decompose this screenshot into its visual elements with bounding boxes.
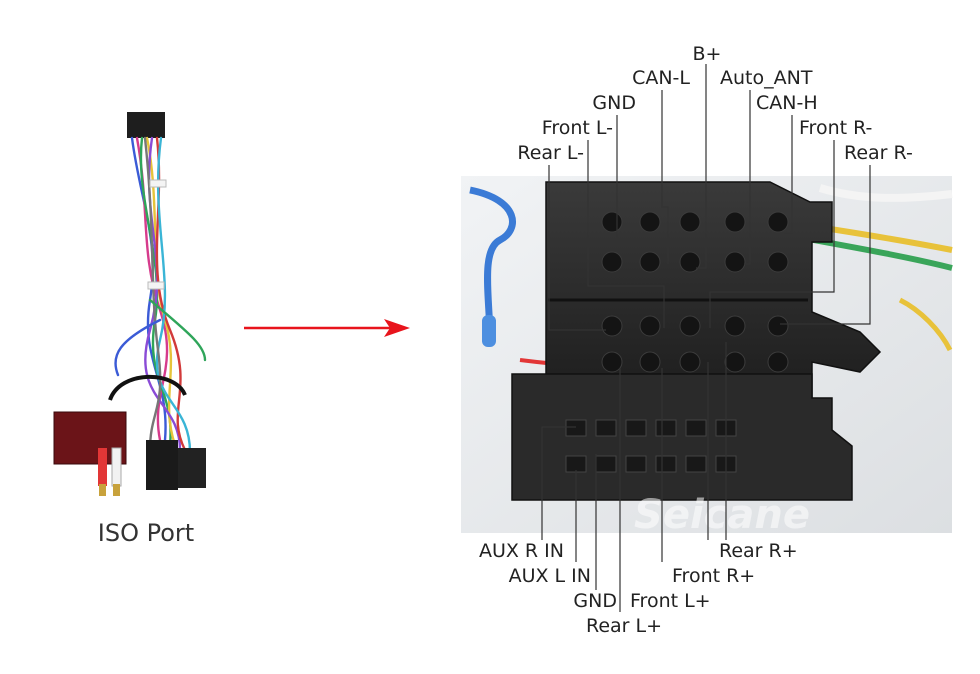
label-aux-l-in: AUX L IN — [509, 565, 591, 587]
label-gnd-bottom: GND — [573, 590, 617, 612]
label-rear-r-minus: Rear R- — [844, 142, 913, 164]
label-gnd-top: GND — [592, 92, 636, 114]
label-rear-l-plus: Rear L+ — [586, 615, 662, 637]
iso-plug-right — [178, 448, 206, 488]
wire-harness-image — [53, 112, 207, 496]
label-aux-r-in: AUX R IN — [479, 540, 564, 562]
arrow-right-icon — [244, 319, 410, 337]
label-auto-ant: Auto_ANT — [720, 67, 813, 89]
harness-top-plug — [127, 112, 165, 138]
label-b-plus: B+ — [693, 43, 722, 65]
label-front-r-plus: Front R+ — [672, 565, 755, 587]
label-can-l: CAN-L — [632, 67, 690, 89]
label-rear-r-plus: Rear R+ — [719, 540, 798, 562]
pin-labels-top: B+ CAN-L Auto_ANT GND CAN-H Front L- Fro… — [517, 43, 912, 164]
leader-lines-bottom — [541, 342, 727, 612]
label-front-r-minus: Front R- — [799, 117, 872, 139]
iso-connector-lower — [511, 373, 853, 501]
leader-lines-top — [548, 64, 871, 331]
seicane-watermark: Seicane — [634, 492, 810, 538]
pin-labels-bottom: AUX R IN Rear R+ AUX L IN Front R+ GND F… — [479, 540, 798, 637]
label-can-h: CAN-H — [756, 92, 818, 114]
label-front-l-minus: Front L- — [542, 117, 613, 139]
label-front-l-plus: Front L+ — [630, 590, 711, 612]
label-rear-l-minus: Rear L- — [517, 142, 584, 164]
iso-plug-left — [146, 440, 178, 490]
iso-port-caption: ISO Port — [98, 519, 194, 547]
harness-wires — [114, 136, 207, 454]
